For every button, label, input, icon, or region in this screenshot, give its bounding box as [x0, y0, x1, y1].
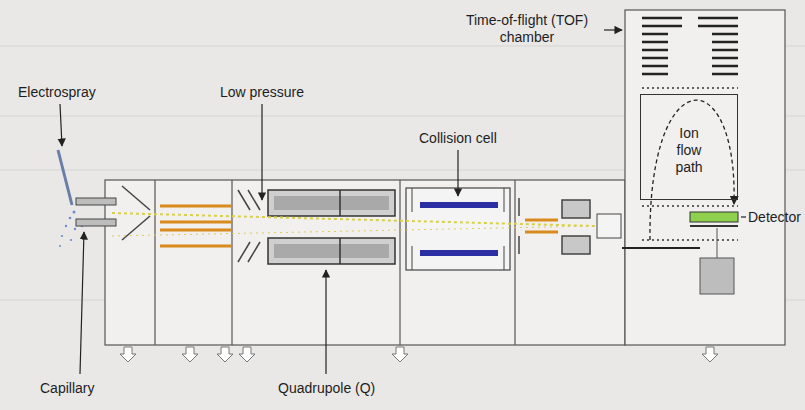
housing [105, 10, 785, 345]
leader-arrows [60, 30, 622, 374]
grid [642, 87, 738, 89]
region-label: Ion flow path [667, 125, 711, 176]
detector-base [690, 225, 738, 227]
wire [717, 228, 718, 258]
reflectron [642, 18, 738, 74]
collision-cell [406, 188, 510, 270]
callout-label: Capillary [40, 380, 94, 397]
callout-label: Collision cell [419, 130, 497, 147]
tof-inner-region: Ion flow path [640, 94, 738, 200]
detector [690, 212, 738, 222]
capillary [76, 198, 116, 226]
callout-label: Quadrupole (Q) [278, 380, 375, 397]
leader-line [741, 216, 746, 217]
ion-beam [112, 226, 596, 236]
quadrupole-rods [268, 190, 395, 264]
grid [642, 205, 738, 207]
pusher [622, 247, 700, 249]
electronics-box [700, 258, 734, 294]
grid [642, 239, 738, 241]
callout-label: Time-of-flight (TOF) chamber [452, 12, 602, 46]
ion-path-arc [650, 100, 734, 240]
callout-label: Low pressure [220, 84, 304, 101]
pump-arrows [120, 347, 718, 362]
callout-label: Detector [748, 209, 801, 226]
lens [238, 190, 260, 262]
ion-beam [112, 213, 596, 226]
callout-label: Electrospray [18, 84, 96, 101]
